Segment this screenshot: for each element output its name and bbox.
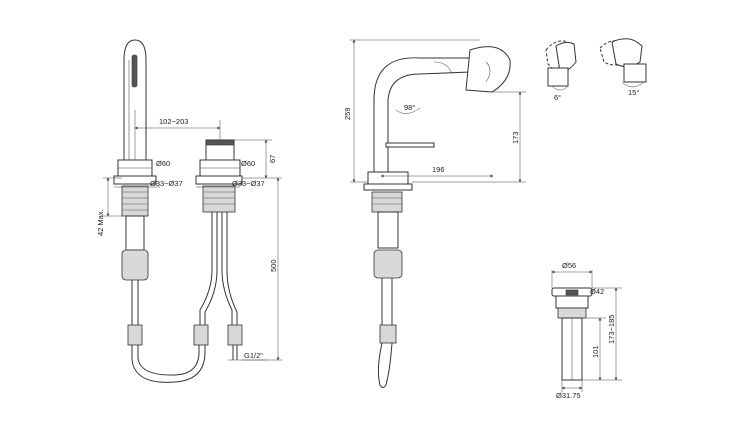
spout-clearance-dimension: 173 [511, 131, 520, 144]
spout-base-diameter: Ø60 [156, 159, 170, 168]
total-height-dimension: 259 [343, 107, 352, 120]
drain-tail-length: 101 [591, 345, 600, 358]
spout-angle: 98° [404, 103, 415, 112]
front-view-handle [193, 139, 243, 360]
front-view-dimensions: 102~203 Ø60 Ø60 67 Ø33~Ø37 Ø33~Ø37 42 Ma… [96, 110, 282, 361]
rotation-6-label: 6° [554, 93, 561, 102]
spout-reach-dimension: 196 [432, 165, 445, 174]
hose-length-dimension: 500 [269, 259, 278, 272]
max-deck-thickness: 42 Max. [96, 209, 105, 236]
rotation-15-label: 15° [628, 88, 639, 97]
rotation-detail-6deg: 6° [545, 40, 577, 102]
drain-length-range: 173~185 [607, 315, 616, 344]
spout-hole-diameter: Ø33~Ø37 [150, 179, 183, 188]
side-view: 259 98° 173 196 [343, 39, 526, 388]
drain-tail-diameter: Ø31.75 [556, 391, 581, 400]
front-view-spout [113, 39, 206, 383]
drain-stopper-diameter: Ø42 [590, 287, 604, 296]
rotation-detail-15deg: 15° [599, 38, 647, 97]
drain-flange-diameter: Ø56 [562, 261, 576, 270]
drain-detail: Ø56 Ø42 173~185 101 Ø31.75 [551, 261, 622, 400]
spread-dimension: 102~203 [159, 117, 188, 126]
thread-size: G1/2" [244, 351, 263, 360]
handle-height-dimension: 67 [268, 155, 277, 163]
handle-base-diameter: Ø60 [241, 159, 255, 168]
handle-hole-diameter: Ø33~Ø37 [232, 179, 265, 188]
